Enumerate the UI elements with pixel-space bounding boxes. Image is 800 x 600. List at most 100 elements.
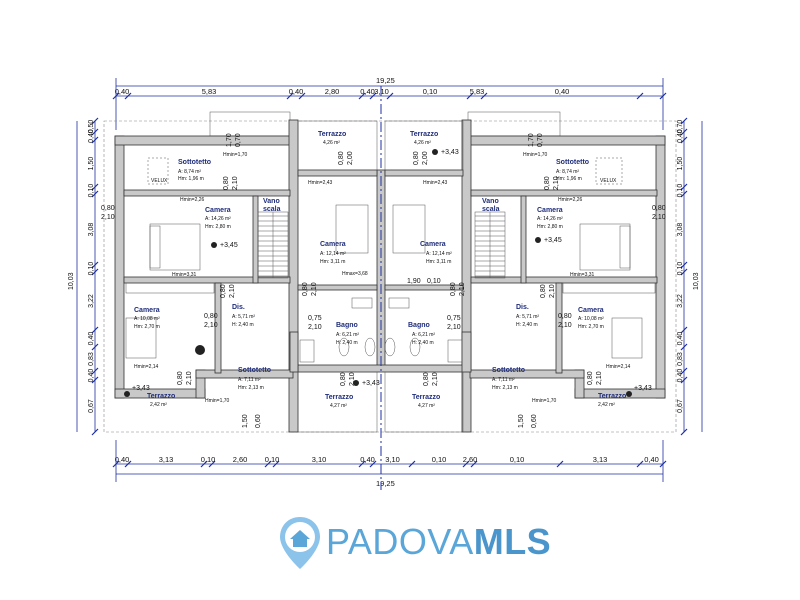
- right-dim-tick: [680, 136, 688, 144]
- svg-text:2,10: 2,10: [311, 282, 318, 296]
- svg-text:A: 8,74 m²: A: 8,74 m²: [178, 169, 201, 175]
- boiler-left: [195, 345, 205, 355]
- right-dim-label: 0,40: [677, 369, 684, 383]
- svg-text:Hm: 3,11 m: Hm: 3,11 m: [426, 259, 451, 265]
- right-dim-label: 0,70: [677, 120, 684, 134]
- velux-right: [595, 157, 623, 185]
- bottom-dim-label: 0,40: [115, 455, 130, 464]
- bed-camera-left-2: [125, 317, 157, 359]
- left-dim-tick: [91, 428, 99, 436]
- room-camera-c1: Camera: [320, 241, 346, 248]
- level-marker-br: +3,43: [626, 385, 652, 397]
- terrace-bottom-right-area: [384, 371, 464, 433]
- svg-text:Hmin=2,26: Hmin=2,26: [558, 197, 583, 203]
- left-dim-label: 0,40: [88, 369, 95, 383]
- svg-text:0,70: 0,70: [537, 133, 544, 147]
- left-dim-tick: [91, 367, 99, 375]
- svg-text:2,10: 2,10: [558, 322, 572, 329]
- svg-text:0,80: 0,80: [652, 205, 666, 212]
- room-camera-l2: Camera: [134, 307, 160, 314]
- left-dim-tick: [91, 190, 99, 198]
- svg-text:2,10: 2,10: [204, 322, 218, 329]
- svg-text:0,80: 0,80: [540, 284, 547, 298]
- svg-text:2,10: 2,10: [596, 371, 603, 385]
- left-dimensions: 10,03 0,500,401,500,103,080,103,220,400,…: [68, 117, 99, 436]
- right-dim-label: 0,10: [677, 184, 684, 198]
- svg-text:2,10: 2,10: [349, 372, 356, 386]
- svg-text:4,26 m²: 4,26 m²: [414, 140, 431, 146]
- svg-text:Hm: 2,70 m: Hm: 2,70 m: [134, 324, 160, 330]
- bottom-dim-tick: [124, 460, 132, 468]
- right-dim-tick: [680, 326, 688, 334]
- svg-text:Hm: 3,11 m: Hm: 3,11 m: [320, 259, 345, 265]
- right-dim-tick: [680, 128, 688, 136]
- dim-total-right: 10,03: [693, 272, 700, 290]
- shower-left: [299, 339, 315, 363]
- left-dim-label: 0,67: [88, 399, 95, 413]
- svg-text:2,10: 2,10: [229, 284, 236, 298]
- top-dim-label: 2,80: [325, 87, 340, 96]
- svg-text:0,10: 0,10: [427, 278, 441, 285]
- bottom-dim-label: 3,13: [159, 455, 174, 464]
- bottom-dim-tick: [264, 460, 272, 468]
- svg-text:2,10: 2,10: [186, 371, 193, 385]
- stairs-right: [474, 211, 506, 279]
- right-dim-label: 0,83: [677, 352, 684, 366]
- svg-text:0,80: 0,80: [204, 313, 218, 320]
- svg-text:Hm: 2,13 m: Hm: 2,13 m: [238, 385, 264, 391]
- left-dim-tick: [91, 183, 99, 191]
- svg-text:H: 2,40 m: H: 2,40 m: [516, 322, 538, 328]
- svg-text:0,70: 0,70: [235, 133, 242, 147]
- svg-text:2,00: 2,00: [422, 151, 429, 165]
- bottom-dim-label: 3,13: [593, 455, 608, 464]
- svg-text:Hmax=3,68: Hmax=3,68: [342, 271, 368, 277]
- right-dim-tick: [680, 268, 688, 276]
- svg-text:2,42 m²: 2,42 m²: [598, 402, 615, 408]
- room-camera-r2: Camera: [578, 307, 604, 314]
- svg-text:A: 12,14 m²: A: 12,14 m²: [426, 251, 452, 257]
- svg-text:Hmin=3,31: Hmin=3,31: [570, 272, 595, 278]
- bottom-dim-tick: [208, 460, 216, 468]
- right-dim-tick: [680, 343, 688, 351]
- right-dim-tick: [680, 183, 688, 191]
- svg-text:Hmin=1,70: Hmin=1,70: [532, 398, 557, 404]
- bottom-dim-tick: [556, 460, 564, 468]
- svg-text:A: 6,21 m²: A: 6,21 m²: [336, 332, 359, 338]
- svg-text:1,90: 1,90: [407, 278, 421, 285]
- left-dim-tick: [91, 268, 99, 276]
- room-dis-l: Dis.: [232, 304, 245, 311]
- sink-left: [351, 297, 373, 309]
- bottom-dim-tick: [369, 460, 377, 468]
- dim-total-left: 10,03: [68, 272, 75, 290]
- room-labels: Sottotetto A: 8,74 m² Hm: 1,96 m Sottote…: [134, 131, 626, 409]
- level-markers: +3,43 +3,45 +3,45 +3,43 +3,43 +3,43: [124, 149, 652, 397]
- svg-text:0,80: 0,80: [544, 176, 551, 190]
- svg-text:0,80: 0,80: [220, 284, 227, 298]
- room-camera-r1: Camera: [537, 207, 563, 214]
- svg-text:0,80: 0,80: [558, 313, 572, 320]
- svg-text:Hm: 1,96 m: Hm: 1,96 m: [556, 176, 582, 182]
- left-dim-tick: [91, 343, 99, 351]
- logo-text-bold: MLS: [473, 521, 552, 562]
- bed-camera-right-2: [611, 317, 643, 359]
- right-dim-tick: [680, 376, 688, 384]
- bottom-dim-label: 0,10: [201, 455, 216, 464]
- furniture: [125, 157, 656, 363]
- bottom-dim-tick: [200, 460, 208, 468]
- svg-text:0,80: 0,80: [413, 151, 420, 165]
- svg-text:H: 2,40 m: H: 2,40 m: [412, 340, 434, 346]
- bottom-dim-label: 3,10: [312, 455, 327, 464]
- room-dis-r: Dis.: [516, 304, 529, 311]
- svg-text:A: 7,11 m²: A: 7,11 m²: [238, 377, 261, 383]
- room-sottotetto-bl: Sottotetto: [238, 367, 271, 374]
- svg-text:A: 8,74 m²: A: 8,74 m²: [556, 169, 579, 175]
- height-notes: Hmin=1,70 Hmin=1,70 Hmin=2,26 Hmin=2,26 …: [134, 152, 631, 404]
- top-dim-label: 0,10: [423, 87, 438, 96]
- svg-text:0,80: 0,80: [101, 205, 115, 212]
- left-dim-label: 3,22: [88, 294, 95, 308]
- wc-left: [338, 337, 350, 357]
- top-dim-tick: [466, 92, 474, 100]
- svg-text:0,60: 0,60: [531, 414, 538, 428]
- bottom-dim-tick: [408, 460, 416, 468]
- svg-text:+3,45: +3,45: [544, 237, 562, 244]
